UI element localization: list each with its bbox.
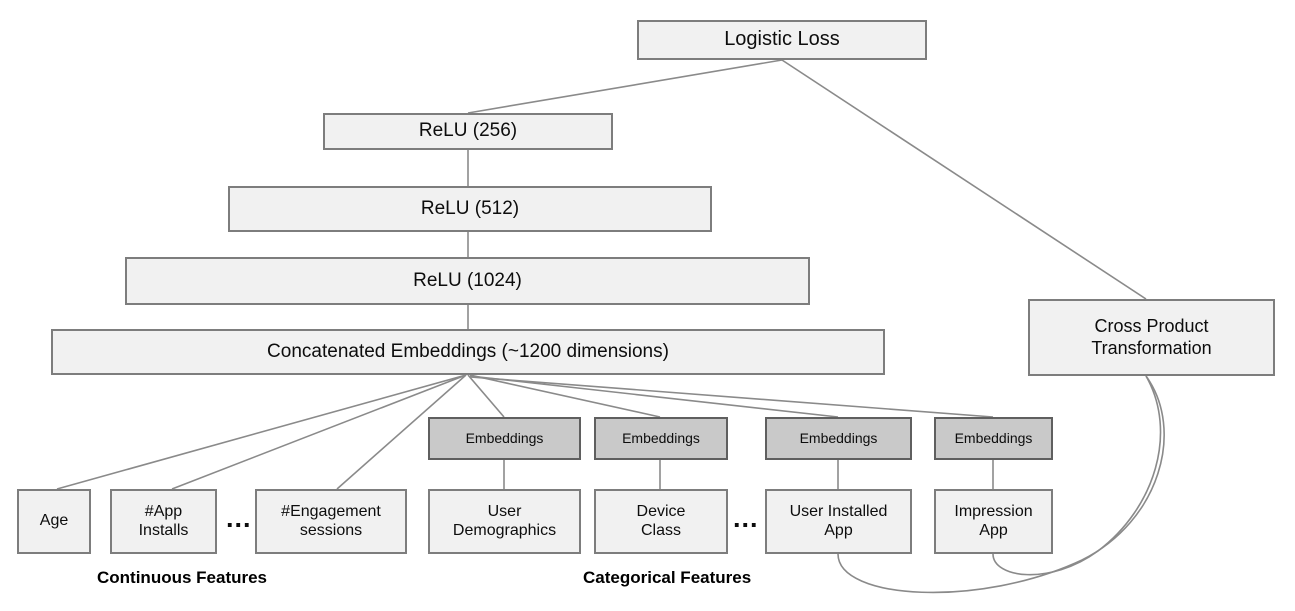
edge-concat-to-embeddings-4 (469, 376, 994, 418)
node-feature-engagement-sessions[interactable]: #Engagement sessions (255, 489, 407, 554)
node-embeddings-4-label: Embeddings (954, 430, 1033, 447)
node-feature-age[interactable]: Age (17, 489, 91, 554)
node-concatenated-embeddings[interactable]: Concatenated Embeddings (~1200 dimension… (51, 329, 885, 375)
edge-user-installed-app-to-cross-product (837, 375, 1165, 594)
node-embeddings-4[interactable]: Embeddings (934, 417, 1053, 460)
ellipsis-categorical-features: ... (733, 503, 759, 533)
node-relu-256[interactable]: ReLU (256) (323, 113, 613, 150)
group-label-categorical-features: Categorical Features (583, 568, 752, 587)
node-embeddings-2-label: Embeddings (622, 430, 700, 447)
edge-loss-to-cross-product (781, 59, 1147, 300)
node-logistic-loss-label: Logistic Loss (724, 28, 840, 51)
node-feature-engagement-sessions-label: #Engagement sessions (281, 502, 381, 539)
ellipsis-continuous-features: ... (226, 503, 252, 533)
node-embeddings-3[interactable]: Embeddings (765, 417, 912, 460)
node-feature-user-installed-app-label: User Installed App (789, 502, 888, 539)
node-relu-1024-label: ReLU (1024) (413, 269, 522, 291)
node-feature-app-installs[interactable]: #App Installs (110, 489, 217, 554)
node-embeddings-1-label: Embeddings (465, 430, 544, 447)
node-cross-product-transformation-label: Cross Product Transformation (1091, 316, 1212, 358)
node-feature-user-demographics[interactable]: User Demographics (428, 489, 581, 554)
node-feature-impression-app[interactable]: Impression App (934, 489, 1053, 554)
group-label-continuous-features: Continuous Features (97, 568, 268, 587)
node-relu-256-label: ReLU (256) (418, 120, 518, 142)
edge-concat-to-app-installs (171, 374, 467, 490)
edge-concat-to-embeddings-3 (469, 375, 839, 418)
node-feature-device-class-label: Device Class (636, 502, 686, 539)
node-concatenated-embeddings-label: Concatenated Embeddings (~1200 dimension… (267, 340, 669, 362)
node-cross-product-transformation[interactable]: Cross Product Transformation (1028, 299, 1275, 376)
node-feature-age-label: Age (39, 512, 69, 530)
node-relu-512-label: ReLU (512) (420, 197, 520, 219)
node-embeddings-2[interactable]: Embeddings (594, 417, 728, 460)
node-embeddings-1[interactable]: Embeddings (428, 417, 581, 460)
node-relu-1024[interactable]: ReLU (1024) (125, 257, 810, 305)
edge-concat-to-age (56, 374, 467, 490)
node-feature-device-class[interactable]: Device Class (594, 489, 728, 554)
node-embeddings-3-label: Embeddings (799, 430, 878, 447)
node-feature-user-demographics-label: User Demographics (452, 502, 557, 539)
edge-concat-to-embeddings-1 (467, 374, 505, 418)
edge-loss-to-relu256 (467, 59, 783, 114)
node-feature-app-installs-label: #App Installs (138, 502, 189, 539)
node-logistic-loss[interactable]: Logistic Loss (637, 20, 927, 60)
node-feature-user-installed-app[interactable]: User Installed App (765, 489, 912, 554)
node-feature-impression-app-label: Impression App (954, 502, 1033, 539)
node-relu-512[interactable]: ReLU (512) (228, 186, 712, 232)
edge-concat-to-embeddings-2 (469, 374, 661, 418)
